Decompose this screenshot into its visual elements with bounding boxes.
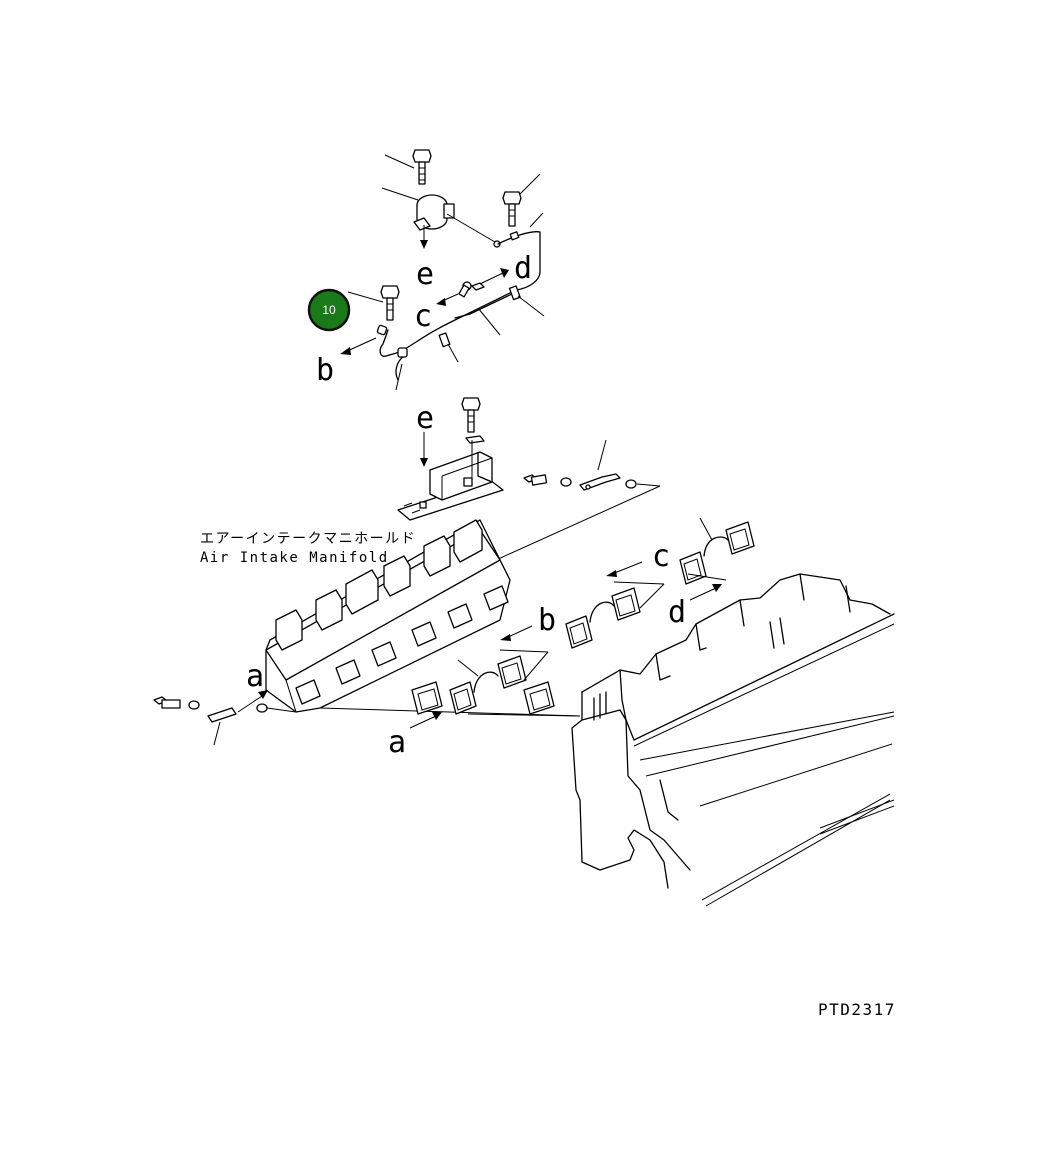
letter-a-bottom: a (388, 725, 406, 760)
engine-block (571, 573, 895, 907)
arrow-e-top: e (416, 225, 434, 292)
arrow-a-left: a (237, 659, 268, 713)
arrow-c-mid: c (606, 539, 670, 577)
top-assembly: e (316, 149, 545, 391)
letter-c-mid: c (652, 539, 670, 574)
arrow-c-top: c (414, 293, 459, 334)
arrow-a-bottom: a (388, 712, 442, 760)
arrow-b-mid: b (500, 603, 556, 641)
arrow-b-top: b (316, 337, 377, 388)
manifold-end-parts[interactable] (153, 696, 297, 746)
bolt-callout-10[interactable] (347, 285, 400, 321)
callout-number: 10 (322, 303, 336, 317)
letter-e-mid: e (416, 401, 434, 436)
relay-unit[interactable] (381, 187, 501, 248)
callout-badge-10[interactable]: 10 (307, 288, 351, 332)
drawing-id: PTD2317 (818, 1000, 896, 1019)
manifold-label-ja: エアーインテークマニホールド (200, 531, 416, 547)
letter-a-left: a (246, 659, 264, 694)
heater-block[interactable] (397, 440, 504, 521)
arrow-d-mid: d (668, 584, 722, 630)
letter-e-top: e (416, 257, 434, 292)
letter-b-mid: b (538, 603, 556, 638)
letter-d-top: d (514, 251, 532, 286)
heater-gaskets[interactable] (411, 517, 755, 717)
bracket-set[interactable] (495, 439, 661, 561)
bolt-mid[interactable] (461, 397, 485, 444)
letter-b-top: b (316, 353, 334, 388)
letter-d-mid: d (668, 595, 686, 630)
wire-harness[interactable] (376, 212, 545, 391)
bolt-top[interactable] (384, 149, 432, 185)
middle-assembly: e (397, 397, 661, 561)
manifold-label-en: Air Intake Manifold (200, 550, 389, 566)
letter-c-top: c (414, 299, 432, 334)
bolt-right[interactable] (502, 173, 541, 227)
arrow-e-mid: e (416, 401, 434, 467)
air-intake-manifold[interactable] (265, 519, 581, 717)
arrow-d-top: d (479, 251, 532, 286)
